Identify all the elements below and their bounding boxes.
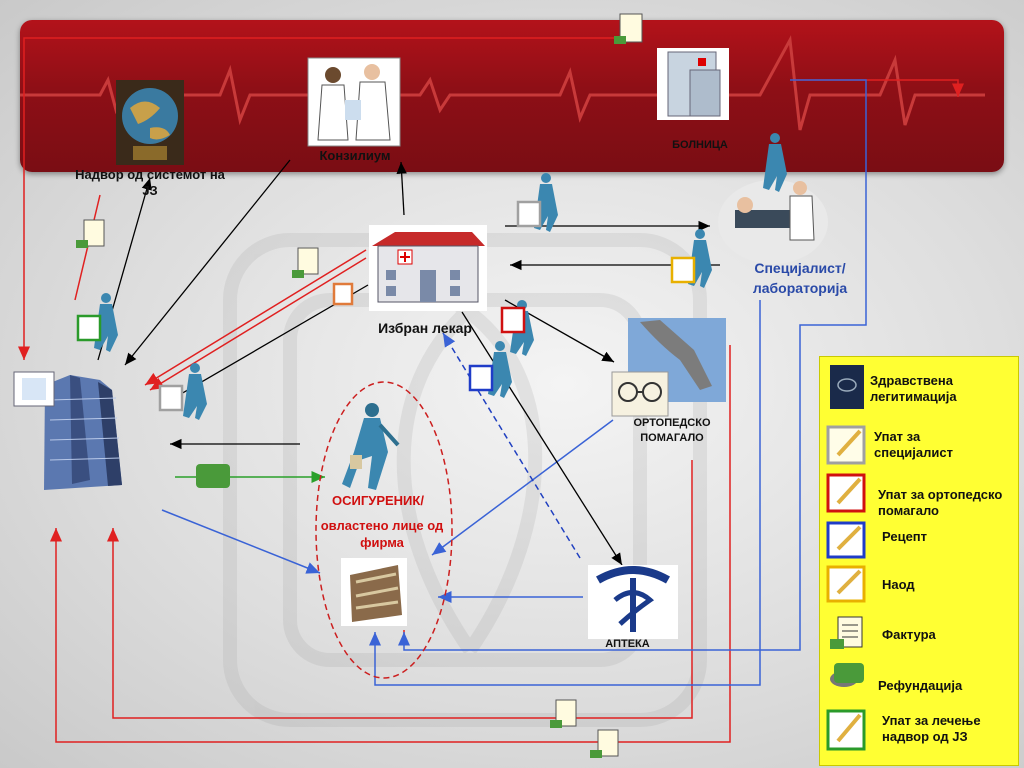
legend-health-card: Здравствена легитимација — [870, 373, 957, 404]
orthopedic-label: ОРТОПЕДСКО ПОМАГАЛО — [633, 417, 711, 444]
legend-panel: Здравствена легитимација Упат за специја… — [819, 356, 1019, 766]
orthopedic-aid-icon — [611, 318, 726, 417]
pharmacy-icon — [588, 565, 678, 639]
finding-icon — [826, 565, 866, 603]
doctors-icon — [307, 57, 401, 147]
legend-referral-orthopedic: Упат за ортопедско помагало — [878, 487, 1003, 518]
specialist-lab-icon — [718, 180, 828, 264]
insured-ellipse — [315, 381, 453, 679]
money-bundle-icon — [341, 558, 407, 626]
legend-refund: Рефундација — [878, 678, 963, 693]
invoice-icon — [830, 616, 863, 649]
referral-specialist-icon — [826, 425, 866, 465]
refund-icon — [830, 663, 864, 687]
clinic-building-icon — [369, 225, 487, 311]
referral-abroad-icon — [826, 709, 866, 751]
legend-finding: Наод — [882, 577, 915, 592]
referral-orthopedic-icon — [826, 473, 866, 513]
konzilium-label: Конзилиум — [319, 148, 391, 163]
authorized-label: овластено лице од фирма — [320, 518, 444, 550]
insured-label: ОСИГУРЕНИК/ — [332, 493, 424, 508]
legend-prescription: Рецепт — [882, 529, 928, 544]
legend-invoice: Фактура — [882, 627, 936, 642]
invoice-doc-icon — [83, 13, 643, 757]
supervision-label: Надвор од системот на ЈЗ — [75, 167, 225, 198]
insurance-fund-building-icon — [13, 371, 122, 490]
cash-small-icon — [76, 36, 626, 758]
hospital-icon — [657, 48, 729, 120]
chosen-doctor-label: Избран лекар — [378, 320, 472, 336]
insured-person-icon — [342, 403, 400, 490]
hospital-label: БОЛНИЦА — [672, 139, 728, 151]
specialist-label: Специјалист/ лабораторија — [752, 260, 848, 296]
note-pad-icon — [76, 200, 696, 412]
prescription-icon — [826, 521, 866, 559]
legend-referral-abroad: Упат за лечење надвор од ЈЗ — [882, 713, 981, 744]
pharmacy-label: АПТЕКА — [605, 638, 650, 650]
globe-icon — [116, 80, 184, 165]
health-card-icon — [830, 365, 864, 409]
legend-referral-specialist: Упат за специјалист — [874, 429, 953, 460]
